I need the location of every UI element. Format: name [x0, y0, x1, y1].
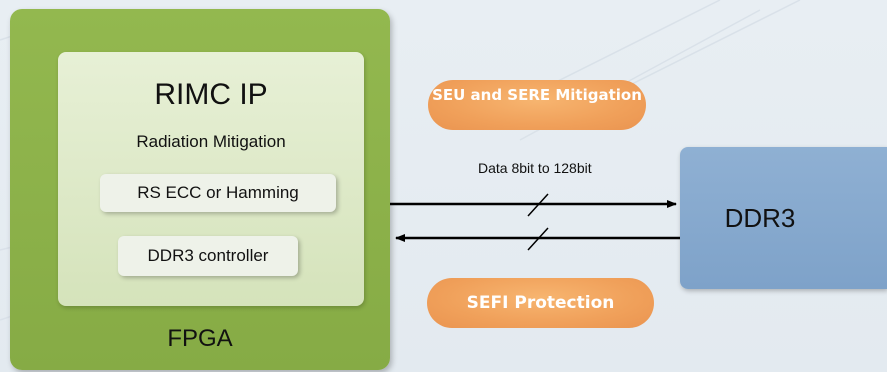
fpga-block: RIMC IP Radiation Mitigation RS ECC or H…	[10, 9, 390, 370]
bus-slash-top	[527, 193, 549, 217]
data-width-label: Data 8bit to 128bit	[478, 160, 592, 176]
radiation-mitigation-label: Radiation Mitigation	[136, 132, 286, 151]
ddr3-label: DDR3	[724, 203, 796, 233]
rimc-ip-block: RIMC IP Radiation Mitigation RS ECC or H…	[58, 52, 364, 306]
ddr3-block: DDR3	[680, 147, 887, 289]
ddr3-controller-box: DDR3 controller	[118, 236, 298, 276]
ecc-box: RS ECC or Hamming	[100, 174, 336, 212]
rimc-ip-title: RIMC IP	[154, 78, 268, 111]
bus-slash-bottom	[527, 227, 549, 251]
fpga-label: FPGA	[167, 325, 233, 352]
seu-sere-mitigation-badge: SEU and SERE Mitigation	[428, 80, 646, 130]
sefi-protection-badge: SEFI Protection	[427, 278, 654, 328]
